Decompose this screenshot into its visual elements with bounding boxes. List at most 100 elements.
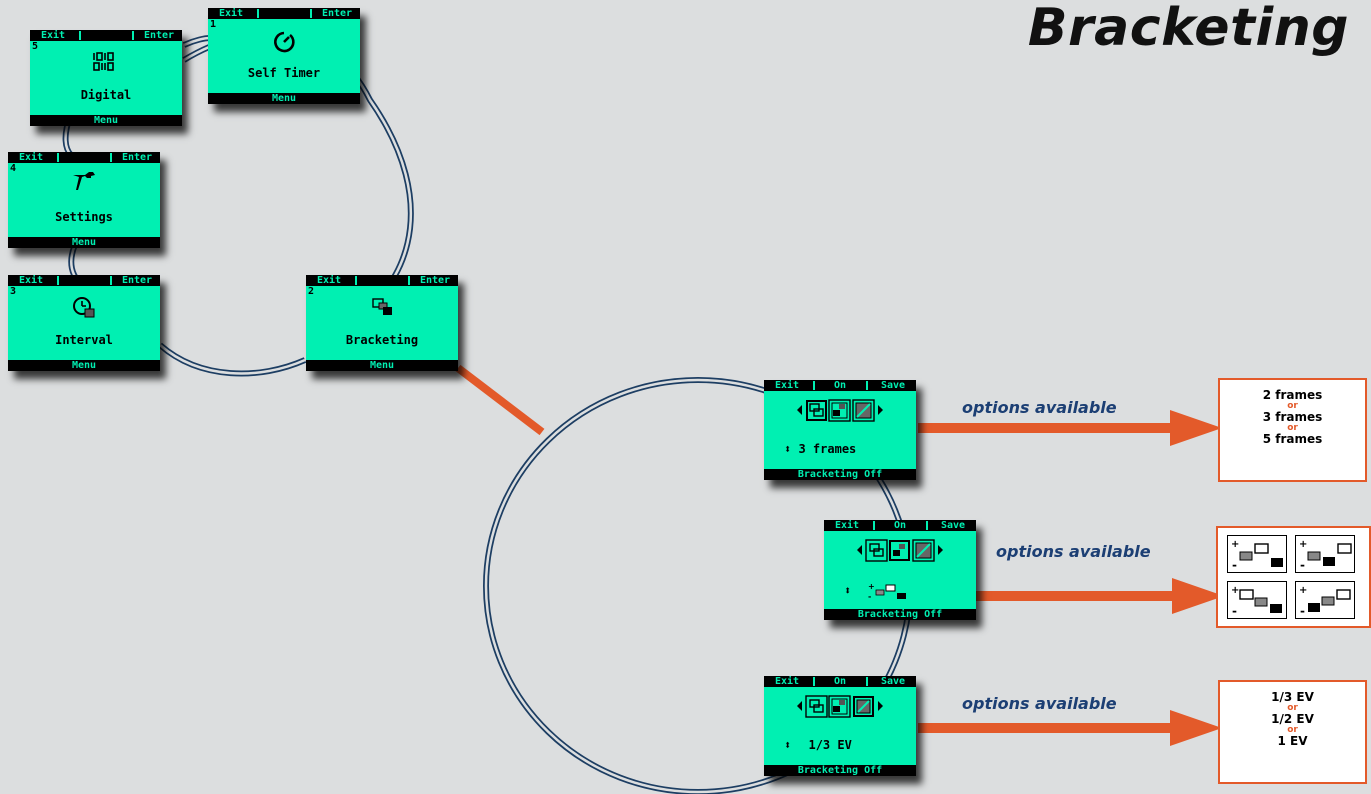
svg-text:+: + [1299, 539, 1307, 550]
interval-clock-icon [73, 297, 95, 318]
value-row[interactable]: ⬍ 1/3 EV [784, 738, 852, 752]
tab-right-arrow-icon[interactable] [878, 405, 883, 415]
menu-label: Interval [55, 333, 113, 347]
exit-softkey[interactable]: Exit [764, 676, 810, 687]
sequence-tab-icon[interactable] [889, 540, 910, 561]
middle-softkey[interactable] [61, 275, 107, 286]
bracketing-icon [372, 298, 392, 315]
up-down-icon: ⬍ [844, 583, 852, 598]
options-available-label: options available [996, 542, 1151, 561]
sequence-under-normal-over-icon: +- [1295, 535, 1355, 573]
ev-step-options-box: 1/3 EV or 1/2 EV or 1 EV [1218, 680, 1367, 784]
bracketing-off-status: Bracketing Off [797, 469, 883, 480]
tab-left-arrow-icon[interactable] [797, 405, 802, 415]
exit-softkey[interactable]: Exit [764, 380, 810, 391]
frames-tab-icon[interactable] [805, 695, 828, 718]
tab-right-arrow-icon[interactable] [938, 545, 943, 555]
softkey-divider [408, 276, 410, 285]
exit-softkey[interactable]: Exit [824, 520, 870, 531]
menu-number: 5 [32, 41, 39, 52]
menu-number: 2 [308, 286, 315, 297]
softkey-divider [257, 9, 259, 18]
ev-tab-icon[interactable] [853, 696, 874, 717]
binary-icon [93, 52, 114, 71]
middle-softkey[interactable] [261, 8, 307, 19]
on-softkey[interactable]: On [877, 520, 923, 531]
on-softkey[interactable]: On [817, 676, 863, 687]
softkey-divider [110, 153, 112, 162]
menu-label: Self Timer [247, 66, 321, 80]
enter-softkey[interactable]: Enter [314, 8, 360, 19]
tab-left-arrow-icon[interactable] [857, 545, 862, 555]
sequence-tab-icon[interactable] [828, 399, 851, 422]
ev-step-value: 1/3 EV [808, 738, 852, 752]
tab-left-arrow-icon[interactable] [797, 701, 802, 711]
softkey-divider [866, 381, 868, 390]
softkey-bar: Exit Enter [30, 30, 182, 41]
save-softkey[interactable]: Save [870, 676, 916, 687]
bottom-bar: Menu [8, 237, 160, 248]
exit-softkey[interactable]: Exit [208, 8, 254, 19]
enter-softkey[interactable]: Enter [114, 275, 160, 286]
ev-tab-icon[interactable] [852, 399, 875, 422]
frames-value: 3 frames [798, 442, 857, 456]
menu-label: Settings [55, 210, 113, 224]
softkey-divider [813, 677, 815, 686]
svg-text:-: - [868, 592, 871, 600]
frames-tab-icon[interactable] [865, 539, 888, 562]
or-separator: or [1287, 703, 1298, 713]
value-row[interactable]: ⬍ 3 frames [784, 442, 856, 456]
enter-softkey[interactable]: Enter [412, 275, 458, 286]
or-separator: or [1287, 401, 1298, 411]
enter-softkey[interactable]: Enter [136, 30, 182, 41]
softkey-divider [310, 9, 312, 18]
menu-label: Digital [80, 88, 132, 102]
menu-number: 3 [10, 286, 17, 297]
exit-softkey[interactable]: Exit [8, 275, 54, 286]
exit-softkey[interactable]: Exit [306, 275, 352, 286]
menu-softkey[interactable]: Menu [71, 360, 97, 371]
exit-softkey[interactable]: Exit [30, 30, 76, 41]
menu-softkey[interactable]: Menu [71, 237, 97, 248]
wrench-icon [73, 172, 95, 190]
or-separator: or [1287, 725, 1298, 735]
save-softkey[interactable]: Save [930, 520, 976, 531]
on-softkey[interactable]: On [817, 380, 863, 391]
save-softkey[interactable]: Save [870, 380, 916, 391]
bottom-bar: Bracketing Off [764, 765, 916, 776]
softkey-divider [57, 276, 59, 285]
bottom-bar: Bracketing Off [764, 469, 916, 480]
frames-option: 5 frames [1262, 432, 1323, 446]
sub-screen-ev-step: Exit On Save ⬍ 1/3 EV Bracketing Off [764, 676, 916, 776]
sequence-over-normal-under-icon: +- [1227, 581, 1287, 619]
tab-right-arrow-icon[interactable] [878, 701, 883, 711]
up-down-icon: ⬍ [784, 738, 792, 752]
softkey-divider [110, 276, 112, 285]
frames-options-box: 2 frames or 3 frames or 5 frames [1218, 378, 1367, 482]
menu-screen-digital: Exit Enter 5 Digital Menu [30, 30, 182, 126]
softkey-divider [866, 677, 868, 686]
menu-softkey[interactable]: Menu [271, 93, 297, 104]
bracketing-off-status: Bracketing Off [857, 609, 943, 620]
frames-option: 2 frames [1262, 388, 1323, 402]
middle-softkey[interactable] [61, 152, 107, 163]
menu-softkey[interactable]: Menu [369, 360, 395, 371]
middle-softkey[interactable] [83, 30, 129, 41]
ev-tab-icon[interactable] [912, 539, 935, 562]
sequence-normal-under-over-icon: + - [868, 582, 907, 601]
menu-softkey[interactable]: Menu [93, 115, 119, 126]
softkey-divider [79, 31, 81, 40]
enter-softkey[interactable]: Enter [114, 152, 160, 163]
softkey-divider [132, 31, 134, 40]
middle-softkey[interactable] [359, 275, 405, 286]
menu-number: 4 [10, 163, 17, 174]
bracketing-off-status: Bracketing Off [797, 765, 883, 776]
options-available-label: options available [962, 398, 1117, 417]
frames-tab-icon[interactable] [806, 400, 827, 421]
page-title: Bracketing [1027, 0, 1349, 58]
value-row[interactable]: ⬍ + - [844, 582, 916, 601]
exit-softkey[interactable]: Exit [8, 152, 54, 163]
sequence-tab-icon[interactable] [828, 695, 851, 718]
ev-step-option: 1 EV [1277, 734, 1308, 748]
